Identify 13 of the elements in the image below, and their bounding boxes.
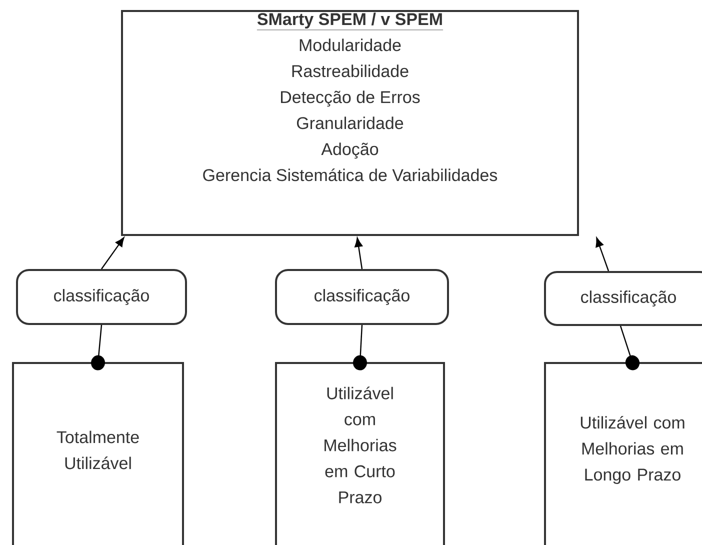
connector-arrow xyxy=(354,238,363,270)
category-box: Utilizável com Melhorias em Curto Prazo xyxy=(275,362,445,545)
attribute-box: SMarty SPEM / v SPEM Modularidade Rastreabilidade Detecção de Erros Granularidade Adoção Gerencia Sistemática de Variabilidades xyxy=(121,10,579,236)
label-box: classificação xyxy=(275,268,449,325)
connector-arrow xyxy=(353,324,367,370)
connector-arrow xyxy=(101,237,124,270)
label-box: classificação xyxy=(16,268,187,325)
connector-arrow xyxy=(91,324,105,370)
category-box: Utilizável com Melhorias em Longo Prazo xyxy=(544,362,702,545)
connector-arrow xyxy=(620,326,640,370)
label-box: classificação xyxy=(544,270,702,326)
category-box: Totalmente Utilizável xyxy=(12,362,184,545)
connector-arrow xyxy=(596,238,610,272)
